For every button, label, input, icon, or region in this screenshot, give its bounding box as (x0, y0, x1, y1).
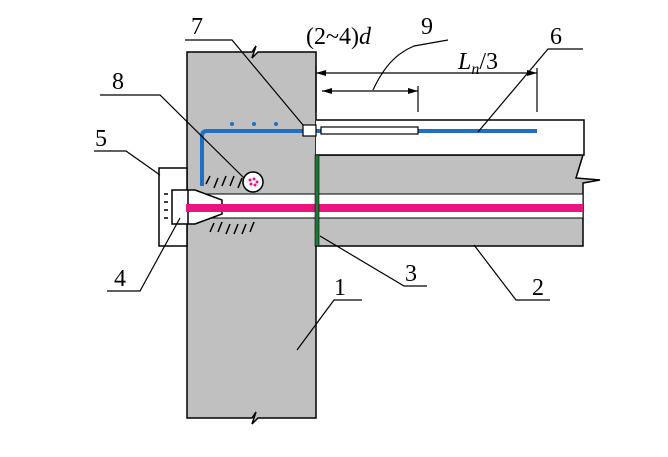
callout-8: 8 (112, 69, 124, 95)
spiral-reinforcement (205, 175, 255, 235)
column-marker-dots (248, 177, 259, 187)
rebar-dots (230, 122, 278, 126)
coupler (302, 124, 317, 137)
span-dimension-var: L (457, 49, 471, 75)
dimension-lines (315, 66, 538, 112)
callout-2: 2 (532, 275, 544, 301)
slab (316, 119, 585, 156)
tendon (186, 204, 583, 212)
callout-6: 6 (550, 24, 562, 50)
callout-7: 7 (191, 14, 203, 40)
bearing-pad (314, 154, 320, 247)
callout-9: 9 (421, 14, 433, 40)
span-dimension: Ln/3 (457, 49, 498, 78)
gap-dimension-var: d (359, 24, 372, 50)
callout-4: 4 (114, 266, 126, 292)
callout-3: 3 (405, 261, 417, 287)
callout-1: 1 (334, 275, 346, 301)
span-dimension-sub: n (471, 61, 479, 78)
gap-dimension-range: (2~4) (306, 24, 359, 50)
column-marker (242, 171, 264, 193)
column (186, 45, 317, 425)
span-dimension-div: /3 (479, 49, 498, 75)
callout-5: 5 (95, 126, 107, 152)
gap-dimension: (2~4)d (306, 24, 372, 50)
leader-lines (94, 39, 583, 351)
anchor-wedge-slots (164, 193, 168, 219)
sleeve (320, 126, 419, 135)
